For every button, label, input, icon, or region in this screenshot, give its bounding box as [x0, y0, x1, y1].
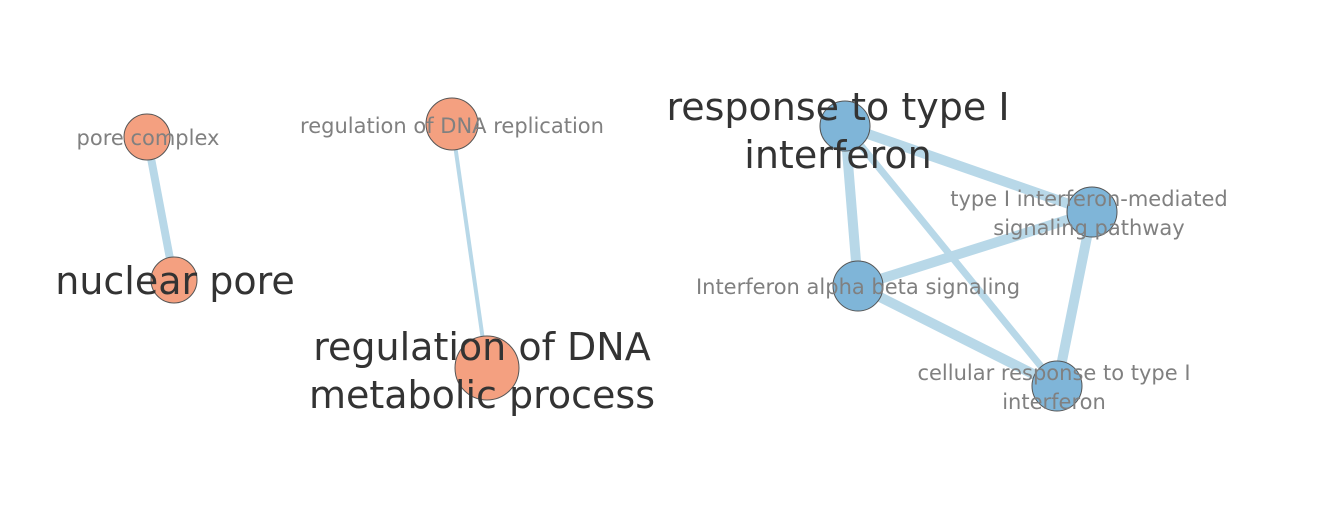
edge-type1-signaling-cellular-response [1052, 207, 1097, 391]
label-nuclear-pore: nuclear pore [55, 259, 295, 303]
node-reg-dna-replication[interactable] [425, 97, 479, 151]
edge-response-ifn-alpha-beta [840, 121, 863, 291]
label-pore-complex: pore complex [77, 126, 220, 150]
node-ifn-alpha-beta[interactable] [832, 260, 884, 312]
edge-dna-replication-dna-metabolic [450, 122, 489, 370]
label-cellular-response-type1-line2: interferon [1002, 390, 1106, 414]
label-ifn-alpha-beta: Interferon alpha beta signaling [696, 275, 1020, 299]
node-pore-complex[interactable] [123, 113, 171, 161]
label-response-type1-ifn-line1: response to type I [666, 85, 1009, 129]
label-cellular-response-type1-line1: cellular response to type I [917, 361, 1190, 385]
node-nuclear-pore[interactable] [150, 256, 198, 304]
labels: pore complex nuclear pore regulation of … [55, 85, 1228, 417]
nodes [123, 97, 1118, 412]
label-response-type1-ifn-line2: interferon [744, 133, 931, 177]
node-type1-ifn-signaling[interactable] [1066, 186, 1118, 238]
label-type1-ifn-signaling-line1: type I interferon-mediated [950, 187, 1228, 211]
label-reg-dna-metabolic-line2: metabolic process [309, 373, 655, 417]
label-reg-dna-metabolic-line1: regulation of DNA [313, 325, 650, 369]
node-response-type1-ifn[interactable] [819, 100, 871, 152]
edges [143, 121, 1097, 391]
edge-pore-complex-nuclear-pore [143, 133, 178, 284]
label-reg-dna-replication: regulation of DNA replication [300, 114, 604, 138]
edge-alpha-beta-cellular-response [853, 281, 1062, 391]
node-cellular-response-type1[interactable] [1031, 360, 1083, 412]
label-type1-ifn-signaling-line2: signaling pathway [993, 216, 1184, 240]
edge-response-ifn-type1-signaling [840, 121, 1097, 217]
node-reg-dna-metabolic[interactable] [454, 335, 520, 401]
edge-type1-signaling-alpha-beta [853, 207, 1097, 291]
